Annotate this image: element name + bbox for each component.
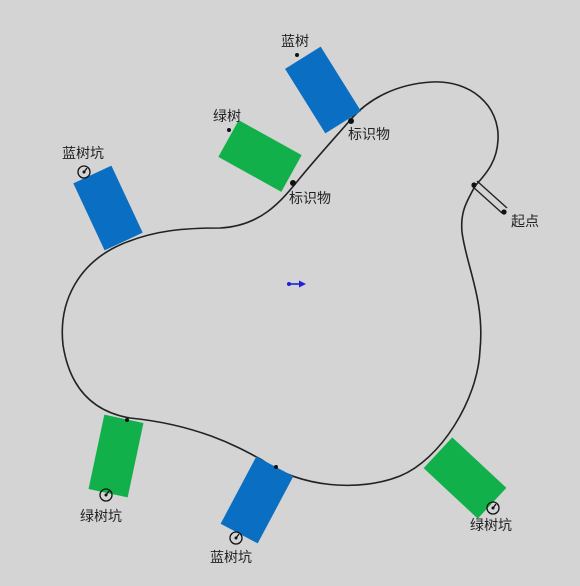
blue-tree-point xyxy=(295,53,299,57)
blue-tree-block xyxy=(285,46,361,134)
blue-tree-label: 蓝树 xyxy=(281,34,309,50)
blue-pit-marker-2 xyxy=(229,531,243,545)
blue-pit-label-2: 蓝树坑 xyxy=(210,550,252,566)
green-tree-block xyxy=(218,120,302,192)
blue-pit-marker-1 xyxy=(77,165,91,179)
blue-pit-block-2 xyxy=(220,456,294,544)
green-pit-track-point-1 xyxy=(125,418,129,422)
green-pit-block-1 xyxy=(88,414,144,498)
start-gate xyxy=(471,180,508,215)
landmark-point-2 xyxy=(290,180,296,186)
landmark-point-1 xyxy=(348,118,354,124)
blue-pit-label-1: 蓝树坑 xyxy=(62,146,104,162)
green-pit-label-2: 绿树坑 xyxy=(470,518,512,534)
green-pit-block-2 xyxy=(423,437,507,519)
green-tree-label: 绿树 xyxy=(213,109,241,125)
start-label: 起点 xyxy=(511,214,539,230)
green-pit-marker-2 xyxy=(486,501,500,515)
landmark-label-1: 标识物 xyxy=(348,127,390,143)
robot-position-marker xyxy=(287,280,306,288)
blue-pit-track-point-2 xyxy=(274,465,278,469)
green-tree-point xyxy=(227,128,231,132)
track-loop xyxy=(61,81,499,487)
landmark-label-2: 标识物 xyxy=(289,191,331,207)
green-pit-label-1: 绿树坑 xyxy=(80,509,122,525)
green-pit-marker-1 xyxy=(99,488,113,502)
blue-pit-block-1 xyxy=(73,165,143,251)
